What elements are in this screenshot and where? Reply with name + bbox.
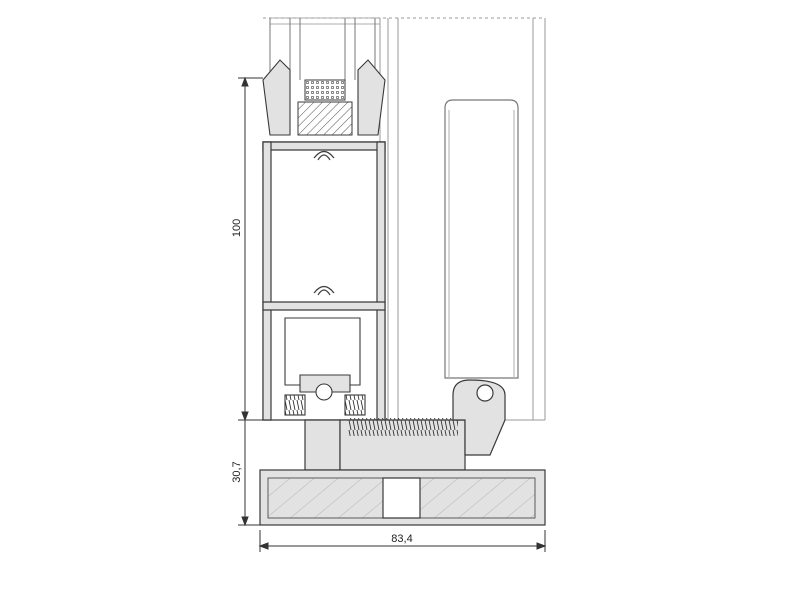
sill-mechanism: [284, 317, 366, 416]
dimension-sill-height: 30,7: [231, 461, 243, 482]
sash-profile-outline: [444, 99, 519, 379]
dimension-frame-height: 100: [231, 219, 243, 237]
threshold-profile: [259, 379, 546, 526]
dimension-profile-width: 83,4: [391, 533, 412, 545]
glazing-unit: [262, 17, 386, 136]
dimension-lines: [238, 76, 547, 552]
